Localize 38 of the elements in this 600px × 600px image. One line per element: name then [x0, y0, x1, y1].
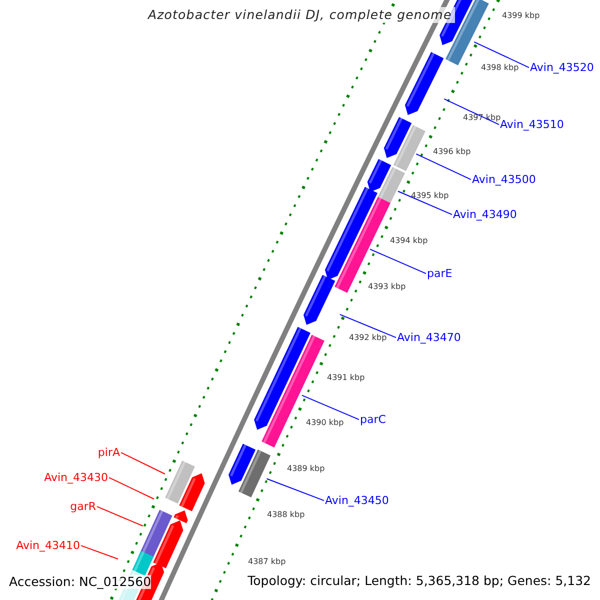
gene-label: Avin_43430 [44, 472, 108, 484]
gene-label: Avin_43500 [472, 174, 536, 186]
scale-label: 4395 kbp [411, 192, 449, 201]
gene-label: parE [427, 268, 452, 280]
scale-label: 4391 kbp [327, 374, 365, 383]
leader-line [80, 545, 118, 560]
scale-label: 4399 kbp [502, 12, 540, 21]
gene-label: Avin_43510 [500, 118, 564, 131]
leader-line [339, 314, 396, 338]
scale-label: 4393 kbp [368, 283, 406, 292]
gene-label: Avin_43470 [397, 332, 461, 344]
gene-label: Avin_43410 [16, 540, 80, 552]
leader-line [444, 98, 500, 126]
scale-label: 4398 kbp [481, 64, 519, 73]
leader-line [301, 394, 360, 420]
scale-label: 4394 kbp [390, 237, 428, 246]
scale-label: 4389 kbp [287, 465, 325, 474]
scale-label: 4388 kbp [267, 511, 305, 520]
scale-label: 4392 kbp [349, 334, 387, 343]
leader-line [266, 478, 324, 502]
leader-line [370, 248, 426, 274]
leader-line [474, 41, 530, 68]
leader-line [96, 506, 144, 526]
gene-label: Avin_43490 [453, 208, 517, 221]
leader-line [108, 477, 154, 500]
scale-label: 4390 kbp [306, 419, 344, 428]
scale-label: 4387 kbp [248, 558, 286, 567]
scale-label: 4396 kbp [433, 148, 471, 157]
genome-stats: Topology: circular; Length: 5,365,318 bp; Genes: 5,132 [248, 574, 591, 588]
leader-line [397, 190, 452, 216]
gene-label: pirA [98, 446, 120, 459]
gene-label: garR [70, 500, 96, 513]
gene-label: Avin_43520 [530, 62, 594, 74]
leader-line [120, 452, 166, 474]
scale-label: 4397 kbp [463, 114, 501, 122]
leader-line [416, 153, 472, 180]
gene-label: parC [360, 414, 386, 426]
gene-label: Avin_43450 [325, 494, 389, 507]
